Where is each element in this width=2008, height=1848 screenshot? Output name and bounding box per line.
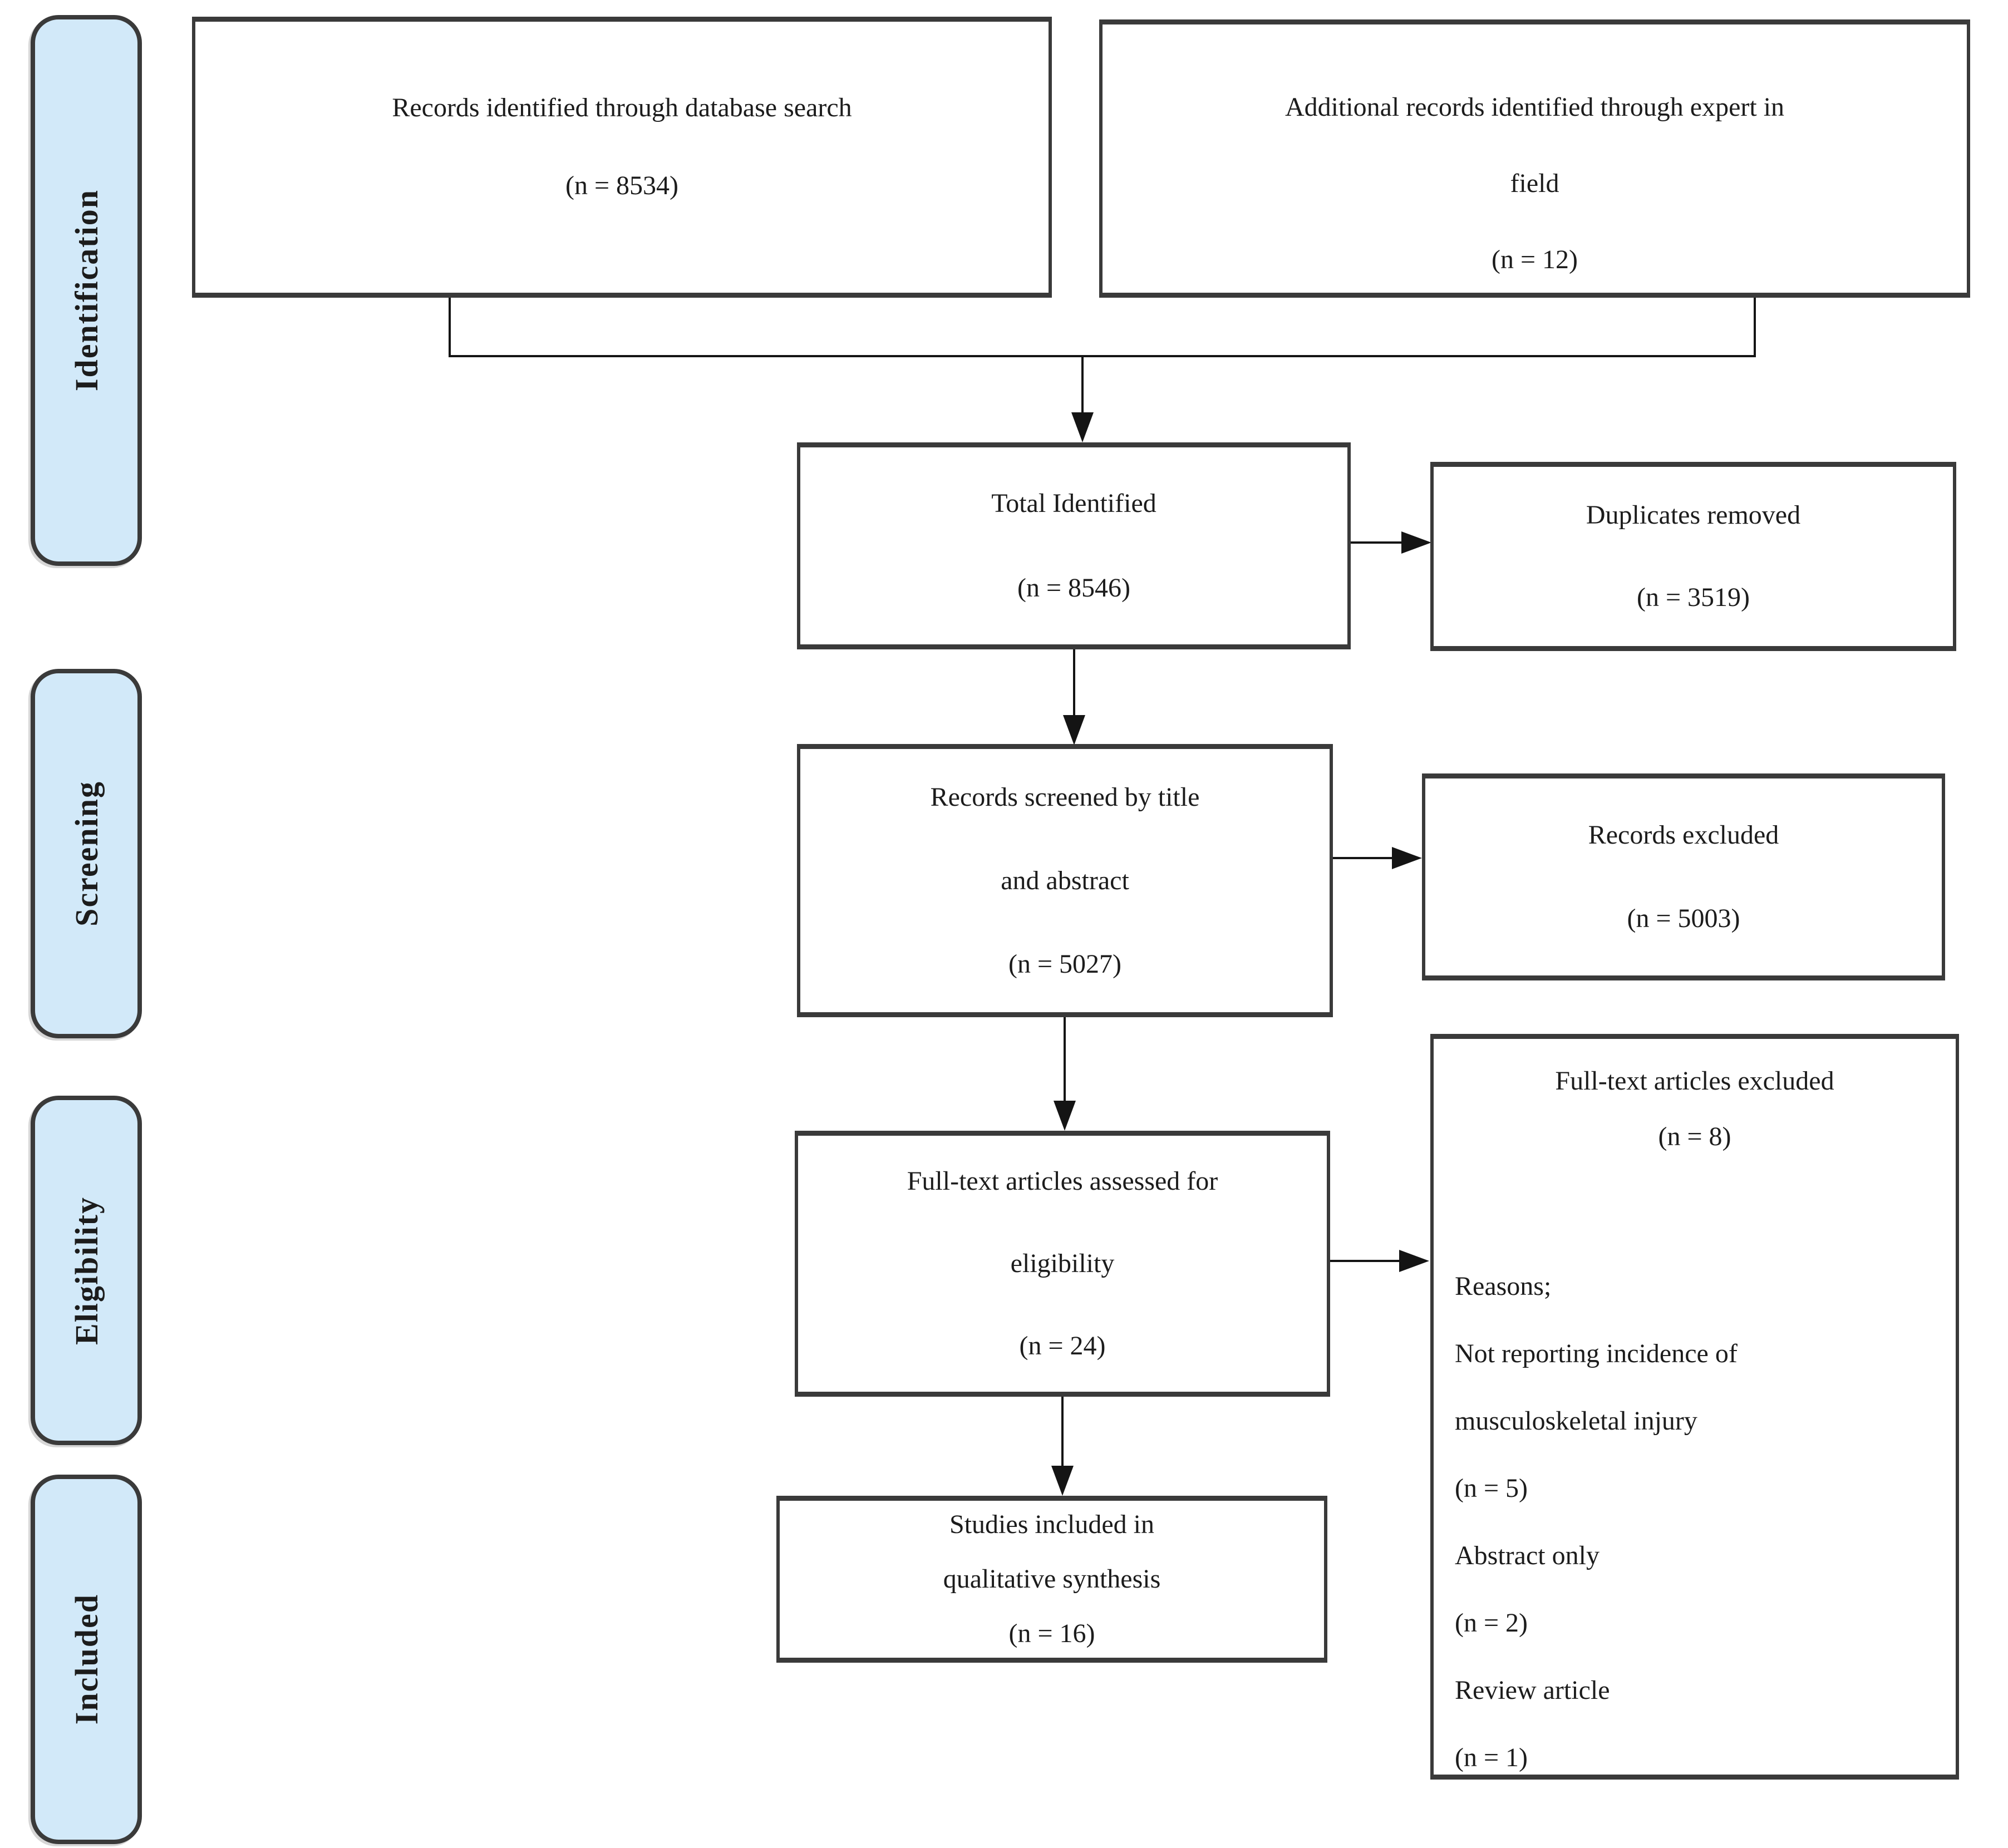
box-text-line: field	[1510, 169, 1559, 198]
connector-line	[1330, 1260, 1401, 1262]
connector-line	[1064, 1017, 1066, 1102]
box-text-line: (n = 8546)	[1017, 573, 1131, 603]
box-text-line: Full-text articles excluded	[1555, 1066, 1834, 1096]
box-text-line: (n = 5003)	[1627, 904, 1740, 933]
box-text-line: and abstract	[1001, 865, 1129, 895]
connector-line	[449, 298, 451, 357]
sidebar-band-screening: Screening	[31, 669, 142, 1038]
sidebar-band-included: Included	[31, 1475, 142, 1844]
connector-line	[449, 355, 1756, 357]
box-text-line: (n = 5)	[1455, 1474, 1528, 1503]
box-fulltext-excluded: Full-text articles excluded (n = 8) Reas…	[1430, 1034, 1959, 1780]
arrow-down-icon	[1063, 715, 1085, 745]
sidebar-band-identification: Identification	[31, 15, 142, 566]
arrow-down-icon	[1054, 1101, 1076, 1131]
box-text-line: Reasons;	[1455, 1272, 1552, 1301]
box-records-screened: Records screened by title and abstract (…	[797, 744, 1333, 1017]
box-text-line: (n = 8)	[1658, 1122, 1731, 1151]
band-label-identification: Identification	[68, 189, 105, 392]
connector-line	[1061, 1397, 1064, 1467]
box-text-line: Total Identified	[991, 489, 1156, 518]
band-label-eligibility: Eligibility	[68, 1196, 105, 1345]
arrow-down-icon	[1051, 1466, 1074, 1496]
fulltext-excluded-title: Full-text articles excluded (n = 8)	[1434, 1053, 1956, 1165]
box-text-line: Duplicates removed	[1586, 500, 1801, 530]
box-duplicates-removed: Duplicates removed (n = 3519)	[1430, 462, 1956, 651]
box-text-line: Additional records identified through ex…	[1284, 92, 1785, 122]
box-fulltext-assessed: Full-text articles assessed for eligibil…	[795, 1131, 1330, 1397]
box-text-line: (n = 5027)	[1008, 949, 1122, 979]
box-text-line: (n = 2)	[1455, 1608, 1528, 1638]
arrow-down-icon	[1071, 412, 1094, 442]
band-label-included: Included	[68, 1594, 105, 1725]
box-text-line: Records identified through database sear…	[392, 93, 852, 122]
connector-line	[1754, 298, 1756, 357]
fulltext-excluded-reasons: Reasons; Not reporting incidence of musc…	[1434, 1253, 1956, 1791]
box-text-line: Records screened by title	[930, 782, 1200, 812]
box-text-line: eligibility	[1010, 1249, 1115, 1278]
arrow-right-icon	[1392, 847, 1422, 869]
box-text-line: (n = 24)	[1019, 1331, 1106, 1361]
arrow-right-icon	[1401, 531, 1431, 554]
box-text-line: Records excluded	[1588, 820, 1779, 850]
band-label-screening: Screening	[68, 781, 105, 927]
box-text-line: Not reporting incidence of	[1455, 1339, 1738, 1368]
box-text-line: musculoskeletal injury	[1455, 1406, 1697, 1436]
box-records-identified-database: Records identified through database sear…	[192, 17, 1052, 298]
connector-line	[1081, 355, 1084, 412]
box-text-line: Abstract only	[1455, 1541, 1599, 1570]
box-text-line: (n = 1)	[1455, 1743, 1528, 1772]
box-text-line: Studies included in	[949, 1510, 1154, 1539]
connector-line	[1351, 541, 1402, 544]
box-text-line: (n = 3519)	[1636, 583, 1750, 612]
box-total-identified: Total Identified (n = 8546)	[797, 442, 1351, 649]
box-text-line: Review article	[1455, 1675, 1610, 1705]
box-text-line: Full-text articles assessed for	[907, 1166, 1218, 1196]
arrow-right-icon	[1399, 1250, 1429, 1272]
connector-line	[1073, 649, 1075, 715]
box-text-line: qualitative synthesis	[943, 1564, 1161, 1594]
box-text-line: (n = 12)	[1491, 245, 1578, 274]
box-records-excluded: Records excluded (n = 5003)	[1422, 773, 1945, 980]
connector-line	[1333, 857, 1394, 859]
sidebar-band-eligibility: Eligibility	[31, 1096, 142, 1445]
box-additional-records-expert: Additional records identified through ex…	[1099, 19, 1970, 298]
box-text-line: (n = 16)	[1008, 1619, 1095, 1648]
box-text-line: (n = 8534)	[565, 171, 679, 200]
box-studies-included: Studies included in qualitative synthesi…	[776, 1496, 1327, 1663]
